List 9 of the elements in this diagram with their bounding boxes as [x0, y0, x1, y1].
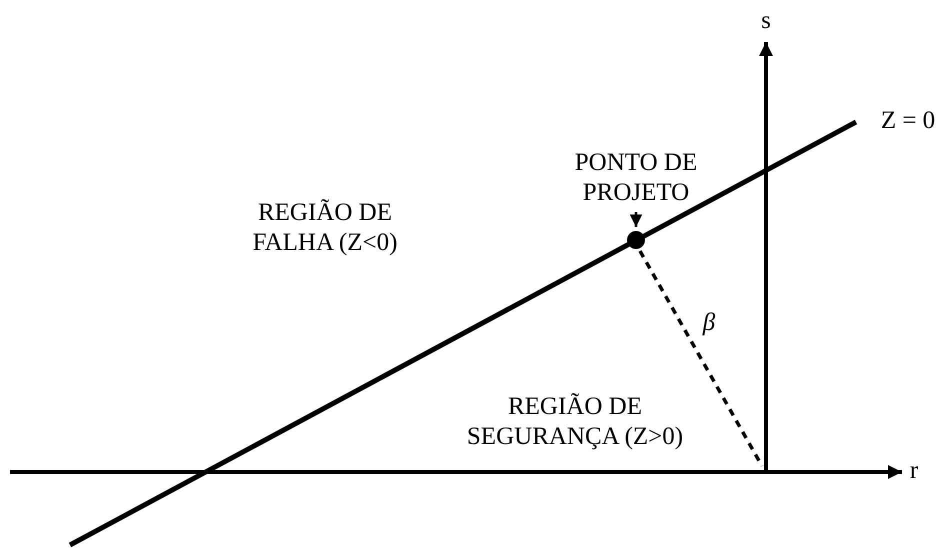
- line-label: Z = 0: [880, 106, 936, 136]
- callout-text: PONTO DE PROJETO: [566, 148, 706, 208]
- region-label: REGIÃO DE SEGURANÇA (Z>0): [466, 392, 684, 452]
- region-label: REGIÃO DE FALHA (Z<0): [252, 198, 398, 258]
- axis-label: r: [908, 456, 920, 486]
- design-point-dot: [627, 231, 645, 249]
- arrow: [630, 212, 642, 227]
- axis-label: s: [760, 6, 772, 36]
- symbol-label: β: [701, 308, 716, 338]
